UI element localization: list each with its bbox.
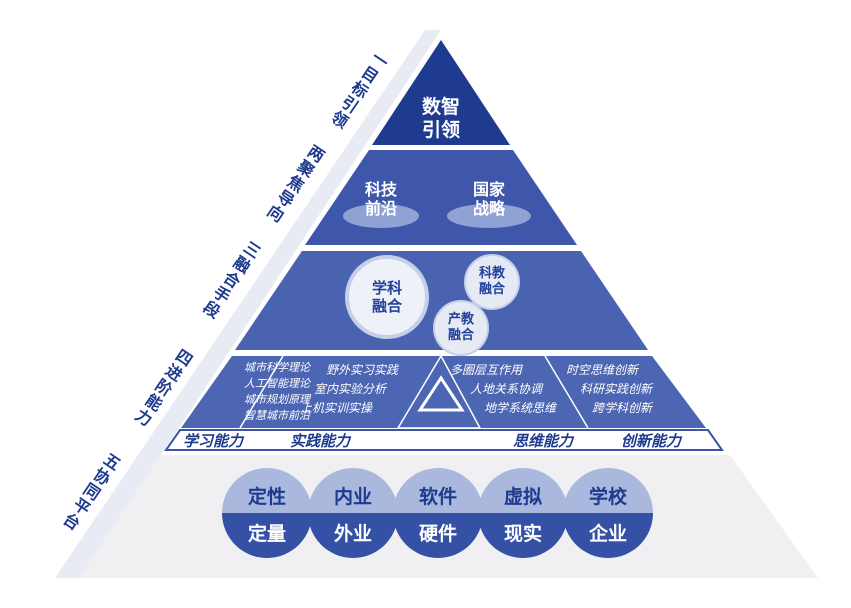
label-line: 融合 [478,282,505,297]
tier1-label: 数智 引领 [401,96,481,142]
label-line: 学科 [371,279,402,297]
label-line: 融合 [447,328,474,343]
tier2-label-tech: 科技 前沿 [341,180,421,218]
item: 上机实训实操 [300,401,373,415]
caption-innovation: 创新能力 [621,432,682,450]
item: 多圈层互作用 [450,363,523,377]
bubble-sci-edu: 科教融合 [464,254,520,310]
tier2-ellipse [447,204,531,228]
divider [544,355,589,429]
item: 人工智能理论 [244,377,310,390]
item: 野外实习实践 [326,363,399,377]
practice-items: 野外实习实践 室内实验分析 上机实训实操 [300,361,398,418]
caption-practice: 实践能力 [290,432,351,450]
tier1-line2: 引领 [421,118,460,141]
item: 城市规划原理 [244,393,310,406]
tier2-ellipse [343,204,419,228]
caption-learning: 学习能力 [183,432,244,450]
divider [239,355,284,429]
item: 智慧城市前沿 [244,409,310,422]
label-line: 产教 [447,312,474,328]
tier1-line1: 数智 [421,96,460,118]
learning-items: 城市科学理论 人工智能理论 城市规划原理 智慧城市前沿 [212,360,310,424]
item: 时空思维创新 [566,363,639,377]
tier1-apex [372,40,510,145]
item: 跨学科创新 [592,401,653,415]
platform-circle: 虚拟现实 [478,468,568,558]
label-line: 融合 [371,297,402,315]
platform-circle: 定性定量 [222,468,312,558]
tier3 [235,251,648,350]
caption-thinking: 思维能力 [513,432,574,450]
item: 人地关系协调 [470,382,543,396]
tier2-label-national: 国家 战略 [449,180,529,218]
platform-circle: 学校企业 [563,468,653,558]
item: 科研实践创新 [580,382,653,396]
label-line: 科教 [478,266,505,282]
label-line: 战略 [472,199,505,219]
triangle-logo-icon [417,375,465,412]
innovation-items: 时空思维创新 科研实践创新 跨学科创新 [566,361,652,418]
label-line: 科技 [364,180,397,199]
thinking-items: 多圈层互作用 人地关系协调 地学系统思维 [450,361,556,418]
bubble-ind-edu: 产教融合 [433,300,489,356]
label-line: 国家 [472,180,505,199]
platform-circle: 内业外业 [308,468,398,558]
label-line: 前沿 [364,199,397,219]
left-band [55,30,441,578]
tier4-caption-strip [164,429,724,451]
item: 城市科学理论 [244,361,310,374]
bubble-discipline: 学科融合 [345,255,429,339]
item: 地学系统思维 [484,401,557,415]
item: 室内实验分析 [314,382,387,396]
platform-circle: 软件硬件 [393,468,483,558]
